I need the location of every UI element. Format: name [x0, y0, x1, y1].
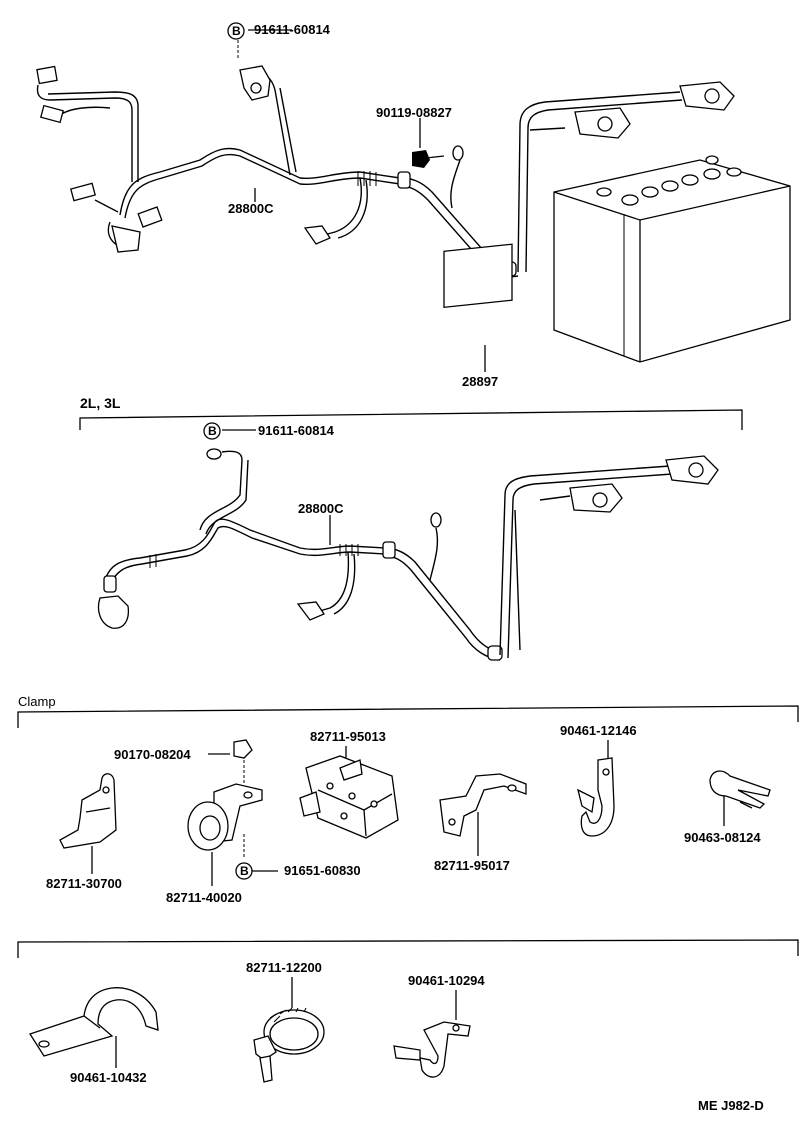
part-label-28800c-top: 28800C	[228, 201, 274, 216]
b-marker-icon	[203, 422, 221, 440]
b-marker-label: B	[208, 424, 217, 438]
part-label-82711-12200: 82711-12200	[246, 960, 322, 975]
part-label-82711-40020: 82711-40020	[166, 890, 242, 905]
connector-icon	[70, 182, 96, 202]
part-label-90461-12146: 90461-12146	[560, 723, 637, 738]
terminal-icon	[296, 601, 325, 621]
clamp-82711-40020-icon	[187, 783, 263, 851]
part-label-90119: 90119-08827	[376, 105, 452, 120]
variant-heading: 2L, 3L	[80, 395, 121, 411]
connector-icon	[36, 65, 58, 85]
bolt-icon	[412, 150, 430, 168]
part-label-90461-10294: 90461-10294	[408, 973, 485, 988]
part-label-28897: 28897	[462, 374, 498, 389]
battery-icon	[553, 155, 791, 363]
terminal-post-icon	[592, 492, 608, 508]
clamp-82711-95013-icon	[299, 755, 399, 839]
terminal-post-icon	[688, 462, 704, 478]
clamp-heading: Clamp	[18, 694, 56, 709]
ring-terminal-icon	[452, 145, 464, 161]
clamp-bracket-2	[17, 939, 799, 958]
ring-terminal-icon	[206, 448, 222, 460]
label-card-icon	[443, 243, 513, 309]
band-clamp-82711-12200-icon	[253, 1007, 325, 1083]
terminal-icon	[303, 225, 331, 245]
drawing-code: ME J982-D	[698, 1098, 764, 1113]
variant-bracket	[79, 409, 743, 430]
connector-icon	[39, 104, 65, 124]
mounting-bracket-icon	[111, 225, 141, 253]
part-label-82711-95017: 82711-95017	[434, 858, 510, 873]
grommet-icon	[250, 82, 262, 94]
grommet-icon	[382, 541, 396, 559]
ring-terminal-icon	[430, 512, 442, 528]
grommet-icon	[487, 645, 503, 661]
connector-icon	[137, 206, 163, 228]
part-label-91611-top: 91611-60814	[254, 22, 331, 37]
connector-cap-icon	[97, 595, 130, 629]
part-label-90170: 90170-08204	[114, 747, 191, 762]
grommet-icon	[103, 575, 117, 593]
b-marker-icon	[227, 22, 245, 40]
clamp-90461-10294-icon	[393, 1021, 471, 1078]
part-label-90461-10432: 90461-10432	[70, 1070, 147, 1085]
terminal-post-icon	[704, 88, 720, 104]
top-harness-assembly	[36, 29, 791, 372]
b-marker-label: B	[240, 864, 249, 878]
part-label-91611-mid: 91611-60814	[258, 423, 335, 438]
part-label-82711-30700: 82711-30700	[46, 876, 122, 891]
part-label-82711-95013: 82711-95013	[310, 729, 386, 744]
clamp-90463-08124-icon	[709, 770, 771, 809]
clamp-90461-12146-icon	[577, 757, 615, 837]
part-label-28800c-mid: 28800C	[298, 501, 344, 516]
part-label-90463: 90463-08124	[684, 830, 761, 845]
b-marker-label: B	[232, 24, 241, 38]
clamp-bracket-1	[17, 705, 799, 728]
clamp-82711-95017-icon	[439, 773, 527, 837]
part-label-91651: 91651-60830	[284, 863, 361, 878]
nut-icon	[233, 739, 253, 759]
clamp-82711-30700-icon	[59, 773, 117, 849]
terminal-post-icon	[597, 116, 613, 132]
mid-harness-assembly	[97, 429, 719, 661]
clamp-90461-10432-icon	[29, 987, 159, 1057]
grommet-icon	[397, 171, 411, 189]
